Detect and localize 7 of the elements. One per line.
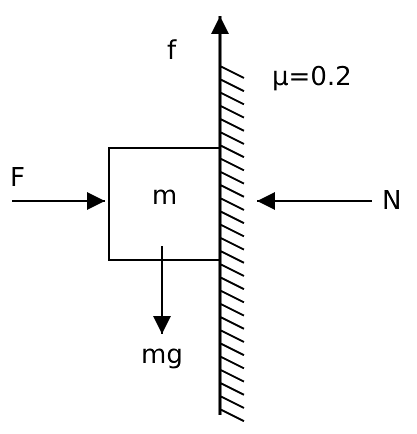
- force-label: mg: [141, 342, 183, 368]
- force-label: F: [10, 165, 25, 191]
- block-box: [108, 147, 221, 261]
- mass-label: m: [152, 181, 178, 211]
- force-label: f: [167, 38, 176, 64]
- coefficient-label: μ=0.2: [272, 64, 352, 90]
- force-label: N: [382, 188, 402, 214]
